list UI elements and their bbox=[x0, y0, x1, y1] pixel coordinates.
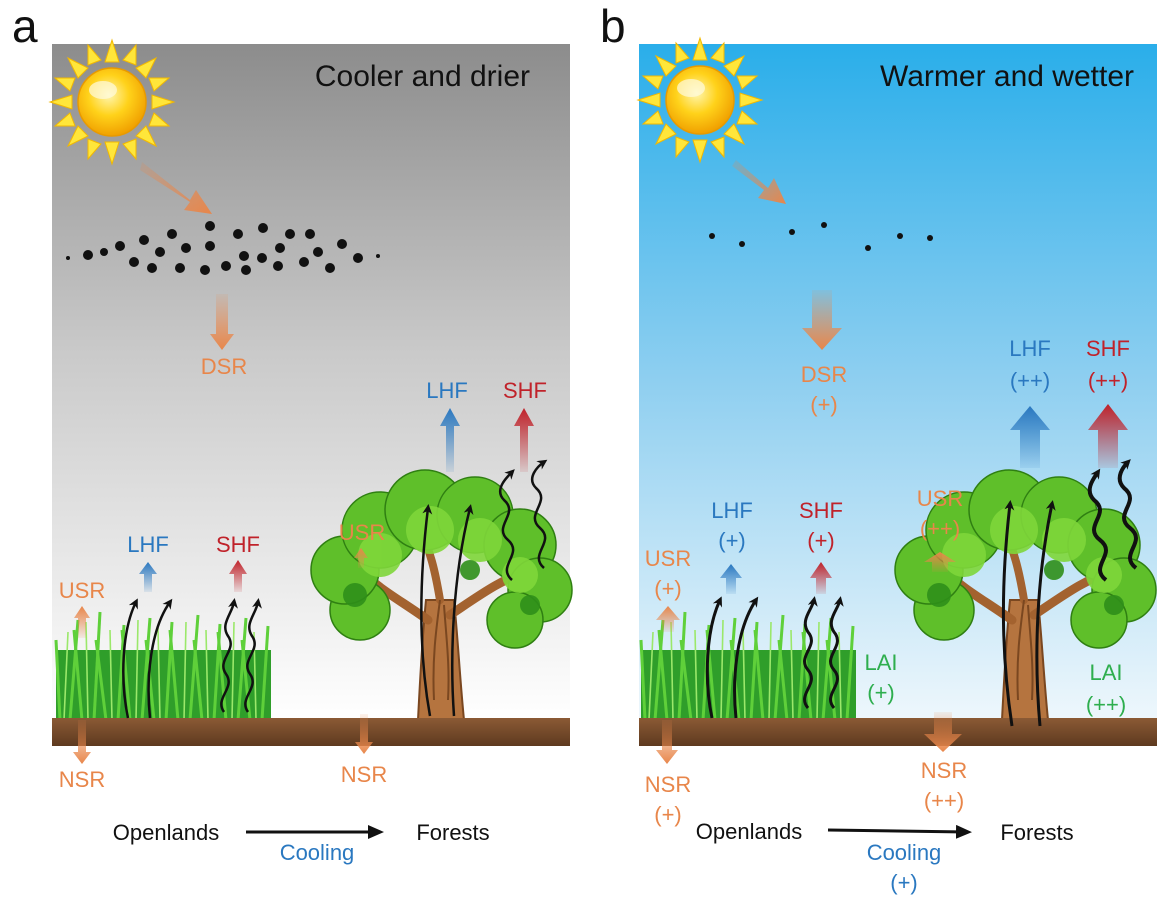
tree-latent-arrow bbox=[1001, 500, 1015, 727]
shf-tree-arrow bbox=[514, 408, 534, 472]
grass-sensible-arrow bbox=[244, 598, 262, 713]
lhf-tree-label: LHF bbox=[1009, 336, 1051, 361]
tree-sensible-arrow bbox=[498, 469, 515, 581]
nsr-tree-arrow bbox=[355, 714, 373, 754]
sun-icon bbox=[637, 37, 763, 163]
sunlight-arrow bbox=[140, 162, 212, 214]
usr-grass-label: USR bbox=[645, 546, 691, 571]
panel-b: b Warmer and wetter DSR (+) bbox=[600, 0, 1157, 895]
usr-grass-arrow bbox=[656, 606, 680, 632]
panel-a-sky bbox=[52, 44, 570, 720]
usr-grass-label: USR bbox=[59, 578, 105, 603]
shf-tree-label: SHF bbox=[1086, 336, 1130, 361]
nsr-tree-label: NSR bbox=[921, 758, 967, 783]
dsr-label: DSR bbox=[201, 354, 247, 379]
grass-icon bbox=[639, 611, 856, 721]
cooling-sign: (+) bbox=[890, 870, 918, 895]
sunlight-arrow bbox=[732, 160, 786, 204]
transition-arrow bbox=[827, 824, 972, 839]
tree-latent-arrow bbox=[1035, 500, 1056, 727]
panel-b-sky bbox=[639, 44, 1157, 720]
openlands-label: Openlands bbox=[113, 820, 219, 845]
cooling-label: Cooling bbox=[867, 840, 942, 865]
aerosol-cloud bbox=[709, 222, 933, 251]
shf-grass-arrow bbox=[810, 562, 832, 594]
tree-latent-arrow bbox=[451, 504, 474, 717]
panel-b-soil bbox=[639, 718, 1157, 746]
lai-grass-label: LAI bbox=[864, 650, 897, 675]
usr-grass-sign: (+) bbox=[654, 576, 682, 601]
lhf-grass-label: LHF bbox=[127, 532, 169, 557]
lhf-grass-sign: (+) bbox=[718, 528, 746, 553]
nsr-grass-arrow bbox=[656, 720, 678, 764]
grass-sensible-arrow bbox=[220, 598, 238, 713]
forests-label: Forests bbox=[1000, 820, 1073, 845]
lai-tree-label: LAI bbox=[1089, 660, 1122, 685]
shf-tree-sign: (++) bbox=[1088, 368, 1128, 393]
nsr-grass-label: NSR bbox=[59, 767, 105, 792]
grass-latent-arrow bbox=[122, 598, 138, 719]
dsr-arrow bbox=[210, 294, 234, 350]
nsr-grass-label: NSR bbox=[645, 772, 691, 797]
shf-grass-label: SHF bbox=[216, 532, 260, 557]
grass-latent-arrow bbox=[705, 596, 722, 719]
grass-icon bbox=[54, 611, 271, 721]
nsr-tree-label: NSR bbox=[341, 762, 387, 787]
lhf-grass-arrow bbox=[139, 562, 157, 592]
grass-latent-arrow bbox=[733, 596, 759, 719]
forests-label: Forests bbox=[416, 820, 489, 845]
shf-tree-arrow bbox=[1088, 404, 1128, 468]
panel-a-soil bbox=[52, 718, 570, 746]
panel-letter-b: b bbox=[600, 0, 626, 52]
grass-sensible-arrow bbox=[803, 596, 818, 709]
nsr-grass-arrow bbox=[73, 720, 91, 764]
nsr-tree-sign: (++) bbox=[924, 788, 964, 813]
shf-tree-label: SHF bbox=[503, 378, 547, 403]
usr-tree-label: USR bbox=[917, 486, 963, 511]
tree-latent-arrow bbox=[420, 504, 433, 717]
grass-sensible-arrow bbox=[829, 596, 844, 709]
nsr-grass-sign: (+) bbox=[654, 802, 682, 827]
lai-tree-sign: (++) bbox=[1086, 692, 1126, 717]
lhf-tree-label: LHF bbox=[426, 378, 468, 403]
lhf-tree-arrow bbox=[1010, 406, 1050, 468]
tree-sensible-arrow bbox=[1087, 468, 1108, 582]
lai-grass-sign: (+) bbox=[867, 680, 895, 705]
usr-grass-arrow bbox=[74, 606, 90, 638]
usr-tree-sign: (++) bbox=[920, 516, 960, 541]
aerosol-cloud bbox=[66, 221, 380, 275]
openlands-label: Openlands bbox=[696, 819, 802, 844]
cooling-label: Cooling bbox=[280, 840, 355, 865]
lhf-grass-label: LHF bbox=[711, 498, 753, 523]
shf-grass-arrow bbox=[229, 560, 247, 592]
usr-tree-arrow bbox=[924, 552, 956, 572]
panel-a: a Cooler and drier DSR bbox=[12, 0, 572, 865]
sun-icon bbox=[49, 39, 175, 165]
grass-latent-arrow bbox=[147, 598, 173, 719]
panel-b-title: Warmer and wetter bbox=[880, 60, 1134, 93]
shf-grass-label: SHF bbox=[799, 498, 843, 523]
usr-tree-label: USR bbox=[339, 520, 385, 545]
nsr-tree-arrow bbox=[924, 712, 962, 752]
lhf-grass-arrow bbox=[720, 564, 742, 594]
lhf-tree-sign: (++) bbox=[1010, 368, 1050, 393]
usr-tree-arrow bbox=[354, 548, 368, 568]
dsr-label: DSR bbox=[801, 362, 847, 387]
dsr-arrow bbox=[802, 290, 842, 350]
panel-a-title: Cooler and drier bbox=[315, 60, 530, 93]
tree-sensible-arrow bbox=[530, 459, 548, 569]
lhf-tree-arrow bbox=[440, 408, 460, 472]
shf-grass-sign: (+) bbox=[807, 528, 835, 553]
tree-sensible-arrow bbox=[1117, 459, 1138, 570]
panel-letter-a: a bbox=[12, 0, 38, 52]
dsr-sign: (+) bbox=[810, 392, 838, 417]
